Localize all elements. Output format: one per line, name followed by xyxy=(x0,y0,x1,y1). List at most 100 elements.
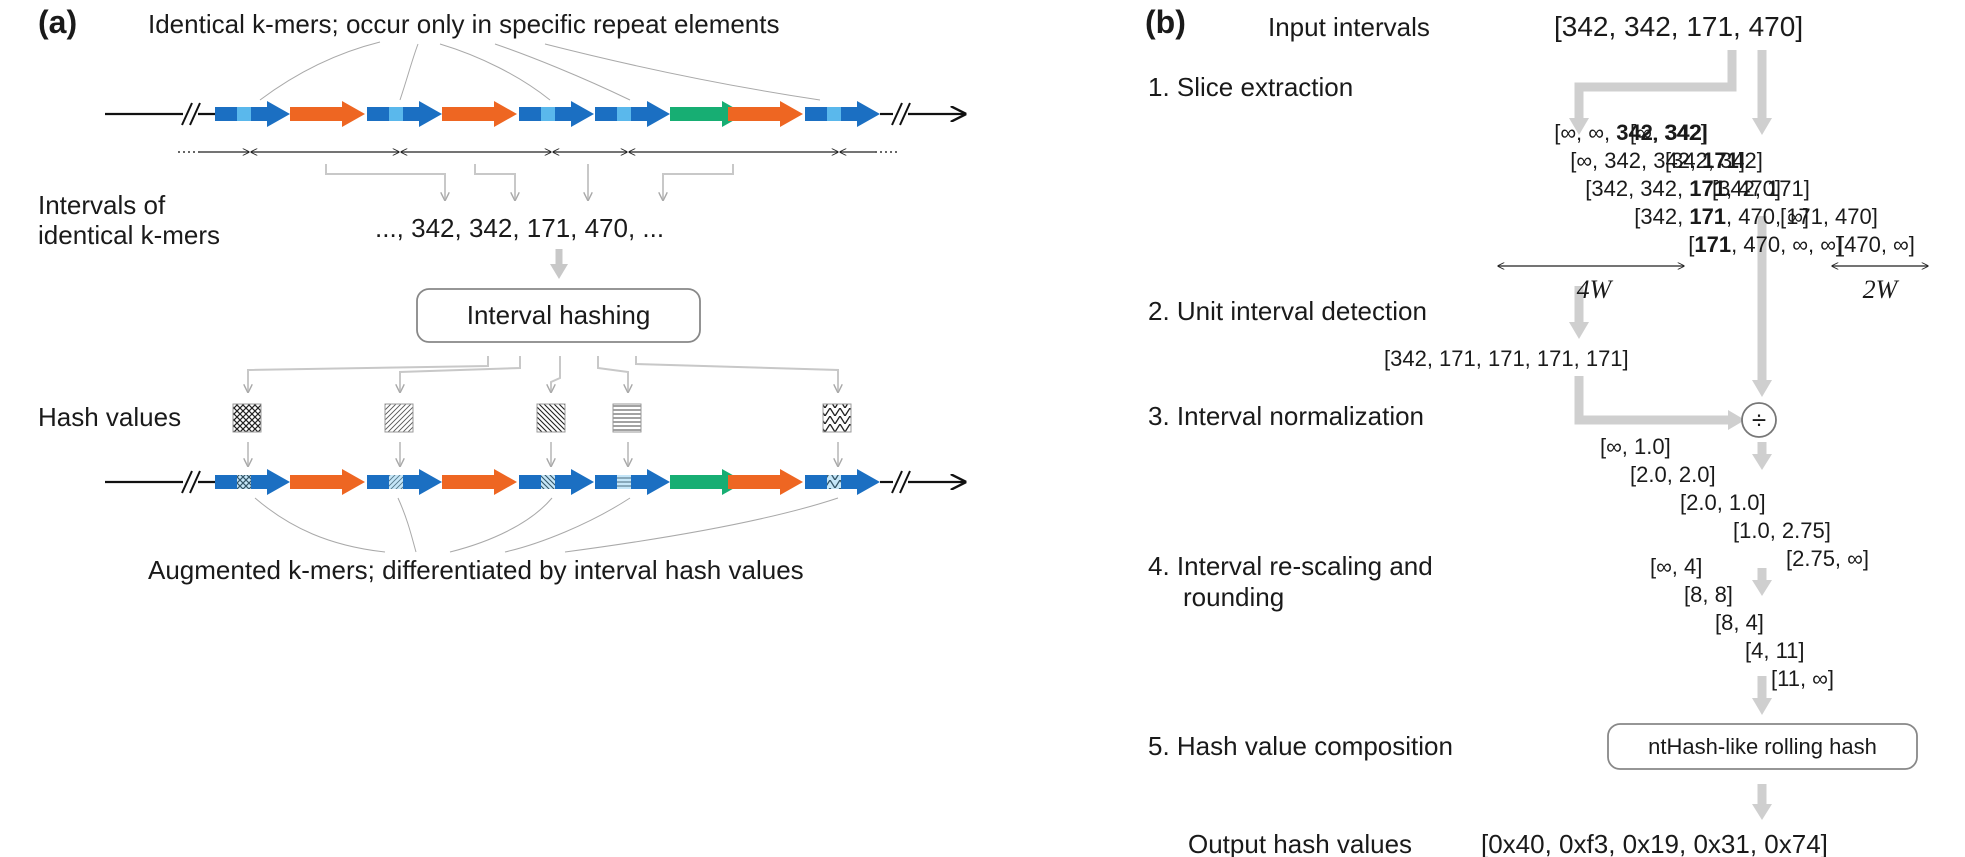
caption-connectors-top xyxy=(259,41,821,101)
normalized-values: [∞, 1.0] [2.0, 2.0] [2.0, 1.0] [1.0, 2.7… xyxy=(1600,434,1869,571)
slices-right: [∞, 342] [342, 342] [342, 171] [171, 470… xyxy=(1630,120,1915,257)
normalized-4: [1.0, 2.75] xyxy=(1733,518,1831,543)
repeat-element-blue xyxy=(595,469,670,495)
normalized-3: [2.0, 1.0] xyxy=(1680,490,1766,515)
hash-to-kmer-arrows xyxy=(248,442,838,466)
rescaled-values: [∞, 4] [8, 8] [8, 4] [4, 11] [11, ∞] xyxy=(1650,554,1834,691)
slices-left: [∞, ∞, 342, 342] [∞, 342, 342, 171] [342… xyxy=(1554,120,1842,257)
hash-square-1 xyxy=(232,403,262,433)
normalized-1: [∞, 1.0] xyxy=(1600,434,1671,459)
slice-right-3: [342, 171] xyxy=(1712,176,1810,201)
interval-hashing-label: Interval hashing xyxy=(467,300,651,330)
repeat-element-orange xyxy=(290,101,365,127)
repeat-element-blue xyxy=(519,469,594,495)
slice-right-5: [470, ∞] xyxy=(1838,232,1915,257)
kmer-block xyxy=(617,107,631,121)
intervals-label-line2: identical k-mers xyxy=(38,220,220,250)
slice-left-5: [171, 470, ∞, ∞] xyxy=(1688,232,1842,257)
rolling-hash-box xyxy=(1607,723,1918,770)
slice-right-4: [171, 470] xyxy=(1780,204,1878,229)
divide-node xyxy=(1741,402,1777,438)
kmer-block xyxy=(827,475,841,489)
kmer-block xyxy=(237,475,251,489)
hash-square-2 xyxy=(384,403,414,433)
kmer-block xyxy=(541,107,555,121)
kmer-block xyxy=(389,107,403,121)
step2-label: 2. Unit interval detection xyxy=(1148,296,1427,326)
hash-distribution-arrows xyxy=(248,356,838,392)
repeat-element-orange xyxy=(442,469,517,495)
repeat-element-blue xyxy=(595,101,670,127)
flow-arrows xyxy=(1569,50,1772,820)
intervals-label-line1: Intervals of xyxy=(38,190,166,220)
kmer-block-tint xyxy=(827,475,841,489)
panel-b-label: (b) xyxy=(1145,4,1186,40)
kmer-block xyxy=(541,475,555,489)
slice-right-1: [∞, 342] xyxy=(1630,120,1707,145)
rescaled-1: [∞, 4] xyxy=(1650,554,1702,579)
hash-values-label: Hash values xyxy=(38,402,181,432)
normalized-2: [2.0, 2.0] xyxy=(1630,462,1716,487)
slice-left-4: [342, 171, 470, ∞] xyxy=(1634,204,1809,229)
repeat-element-green xyxy=(670,101,745,127)
repeat-elements-bottom xyxy=(215,469,880,495)
slice-right-2: [342, 342] xyxy=(1665,148,1763,173)
kmer-block xyxy=(237,107,251,121)
rolling-hash-label: ntHash-like rolling hash xyxy=(1648,734,1877,759)
genome-track-top xyxy=(105,102,965,126)
repeat-element-orange xyxy=(290,469,365,495)
repeat-element-blue xyxy=(367,101,442,127)
divide-symbol: ÷ xyxy=(1752,405,1766,435)
top-caption: Identical k-mers; occur only in specific… xyxy=(148,9,780,39)
hash-square-5 xyxy=(822,403,852,433)
slice-left-1: [∞, ∞, 342, 342] xyxy=(1554,120,1708,145)
repeat-element-blue xyxy=(215,469,290,495)
rescaled-5: [11, ∞] xyxy=(1771,666,1834,691)
interval-hashing-box xyxy=(416,288,701,343)
step4-label-line2: rounding xyxy=(1183,582,1284,612)
unit-intervals: [342, 171, 171, 171, 171] xyxy=(1384,346,1629,371)
normalized-5: [2.75, ∞] xyxy=(1786,546,1869,571)
slice-left-3: [342, 342, 171, 470] xyxy=(1585,176,1781,201)
input-intervals-label: Input intervals xyxy=(1268,12,1430,42)
repeat-element-blue xyxy=(805,469,880,495)
input-intervals-values: [342, 342, 171, 470] xyxy=(1554,11,1803,42)
step4-label-line1: 4. Interval re-scaling and xyxy=(1148,551,1433,581)
kmer-block xyxy=(617,475,631,489)
interval-values: ..., 342, 342, 171, 470, ... xyxy=(375,213,664,243)
rescaled-3: [8, 4] xyxy=(1715,610,1764,635)
kmer-block xyxy=(389,475,403,489)
repeat-element-orange xyxy=(442,101,517,127)
bottom-caption: Augmented k-mers; differentiated by inte… xyxy=(148,555,804,585)
panel-a-label: (a) xyxy=(38,4,77,40)
interval-brackets xyxy=(325,164,734,200)
kmer-block-tint xyxy=(541,475,555,489)
repeat-element-orange xyxy=(728,101,803,127)
width-2w: 2W xyxy=(1863,275,1900,304)
repeat-element-blue xyxy=(519,101,594,127)
slice-left-2: [∞, 342, 342, 171] xyxy=(1570,148,1745,173)
repeat-element-blue xyxy=(805,101,880,127)
step3-label: 3. Interval normalization xyxy=(1148,401,1424,431)
repeat-element-green xyxy=(670,469,745,495)
repeat-element-orange xyxy=(728,469,803,495)
step1-label: 1. Slice extraction xyxy=(1148,72,1353,102)
repeat-element-blue xyxy=(215,101,290,127)
hash-square-4 xyxy=(612,403,642,433)
hash-square-3 xyxy=(536,403,566,433)
output-values: [0x40, 0xf3, 0x19, 0x31, 0x74] xyxy=(1481,829,1828,857)
kmer-block-tint xyxy=(237,475,251,489)
width-4w: 4W xyxy=(1577,275,1614,304)
output-label: Output hash values xyxy=(1188,829,1412,857)
rescaled-2: [8, 8] xyxy=(1684,582,1733,607)
hash-value-squares xyxy=(232,403,852,433)
kmer-block-tint xyxy=(617,475,631,489)
kmer-block xyxy=(827,107,841,121)
step5-label: 5. Hash value composition xyxy=(1148,731,1453,761)
repeat-element-blue xyxy=(367,469,442,495)
kmer-block-tint xyxy=(389,475,403,489)
repeat-elements-top xyxy=(215,101,880,127)
width-indicators: 4W 2W xyxy=(1498,266,1928,304)
caption-connectors-bottom xyxy=(254,497,839,553)
